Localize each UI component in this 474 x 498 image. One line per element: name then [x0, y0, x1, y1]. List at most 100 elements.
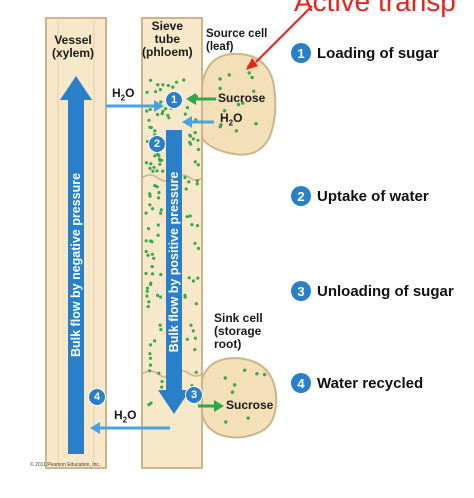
sucrose-dot [262, 372, 267, 377]
source-cell-label: Source cell (leaf) [206, 28, 268, 53]
sucrose-dot [159, 272, 163, 277]
sucrose-dot [195, 224, 200, 228]
sucrose-dot [148, 343, 153, 347]
step-3-number: 3 [291, 281, 311, 301]
xylem-flow-arrow [60, 76, 92, 454]
sucrose-dot [241, 101, 245, 105]
sucrose-label-top: Sucrose [218, 91, 266, 105]
sieve-tube-label: Sieve tube (phloem) [142, 19, 193, 60]
sucrose-dot [144, 211, 148, 215]
sucrose-dot [161, 169, 165, 173]
phloem-flow-label: Bulk flow by positive pressure [167, 171, 181, 353]
sucrose-dot [247, 71, 251, 75]
sucrose-dot [149, 162, 153, 166]
sucrose-dot [153, 184, 157, 188]
sucrose-dot [187, 276, 191, 280]
sucrose-dot [156, 83, 160, 87]
xylem-flow-label: Bulk flow by negative pressure [69, 172, 83, 357]
sucrose-dot [222, 109, 227, 113]
step-4: 4 Water recycled [291, 373, 423, 393]
step-1: 1 Loading of sugar [291, 43, 439, 63]
marker-3: 3 [185, 386, 203, 404]
sucrose-dot [196, 138, 200, 142]
sucrose-dot [194, 302, 198, 306]
sucrose-dot [236, 102, 241, 107]
sucrose-label-bottom: Sucrose [226, 398, 274, 412]
sucrose-dot [233, 383, 237, 387]
sucrose-dot [196, 276, 200, 280]
sucrose-dot [145, 286, 149, 290]
sucrose-dot [148, 356, 153, 360]
sucrose-dot [157, 371, 161, 375]
sucrose-dot [148, 363, 153, 367]
sucrose-dot [191, 329, 195, 333]
water-label-top: H2O [112, 86, 135, 103]
sucrose-dot [246, 416, 250, 420]
sucrose-dot [193, 160, 197, 164]
sucrose-dot [151, 207, 155, 211]
sucrose-dot [151, 169, 155, 173]
water-label-bottom: H2O [114, 408, 137, 425]
sucrose-dot [196, 147, 201, 152]
sucrose-dot [148, 192, 152, 196]
marker-4: 4 [88, 388, 106, 406]
sucrose-dot [234, 129, 239, 133]
step-2-text: Uptake of water [317, 187, 429, 205]
sucrose-dot [156, 113, 160, 117]
sucrose-dot [158, 162, 162, 166]
sucrose-dot [148, 203, 152, 207]
sucrose-dot [156, 293, 160, 297]
sucrose-dot [145, 294, 149, 298]
sucrose-dot [183, 175, 187, 180]
sucrose-dot [150, 265, 154, 269]
vessel-label: Vessel (xylem) [52, 33, 95, 61]
sucrose-dots [144, 64, 267, 424]
sucrose-dot [254, 122, 258, 126]
marker-2: 2 [148, 135, 166, 153]
sucrose-dot [144, 249, 148, 254]
marker-1: 1 [165, 91, 183, 109]
sucrose-dot [153, 339, 157, 343]
sucrose-arrow-top [186, 93, 216, 105]
sucrose-dot [145, 109, 149, 113]
sucrose-dot [159, 208, 163, 212]
sucrose-dot [153, 154, 157, 158]
sink-cell-label: Sink cell (storage root) [214, 311, 263, 352]
sucrose-dot [250, 75, 254, 80]
sucrose-dot [158, 323, 162, 327]
sucrose-dot [196, 163, 200, 167]
sucrose-dot [149, 239, 153, 243]
sucrose-dot [154, 90, 158, 94]
sucrose-dot [157, 157, 162, 161]
annotation-arrow [246, 5, 313, 70]
sucrose-dot [223, 376, 227, 380]
sucrose-dot [193, 131, 197, 135]
sucrose-dot [185, 106, 190, 110]
sucrose-dot [252, 89, 256, 94]
sucrose-dot [147, 118, 151, 122]
sucrose-dot [190, 223, 194, 227]
step-3-text: Unloading of sugar [317, 282, 454, 300]
sucrose-dot [152, 165, 156, 169]
sucrose-dot [159, 328, 163, 332]
step-2-number: 2 [291, 186, 311, 206]
water-label-source: H2O [220, 111, 243, 128]
sucrose-dot [182, 78, 186, 82]
step-4-number: 4 [291, 373, 311, 393]
sucrose-dot [147, 403, 151, 407]
water-arrow-top [106, 100, 164, 112]
step-3: 3 Unloading of sugar [291, 281, 454, 301]
sucrose-dot [188, 214, 192, 218]
sucrose-dot [194, 370, 198, 374]
sucrose-dot [153, 129, 157, 133]
sucrose-dot [159, 211, 163, 215]
step-4-text: Water recycled [317, 374, 424, 392]
sucrose-dot [218, 86, 222, 91]
sucrose-dot [145, 90, 149, 94]
sink-cell [201, 356, 278, 439]
sucrose-dot [159, 100, 163, 104]
sucrose-dot [185, 337, 189, 341]
sucrose-dot [149, 281, 153, 285]
sucrose-dot [224, 420, 228, 424]
sucrose-dot [155, 169, 159, 173]
